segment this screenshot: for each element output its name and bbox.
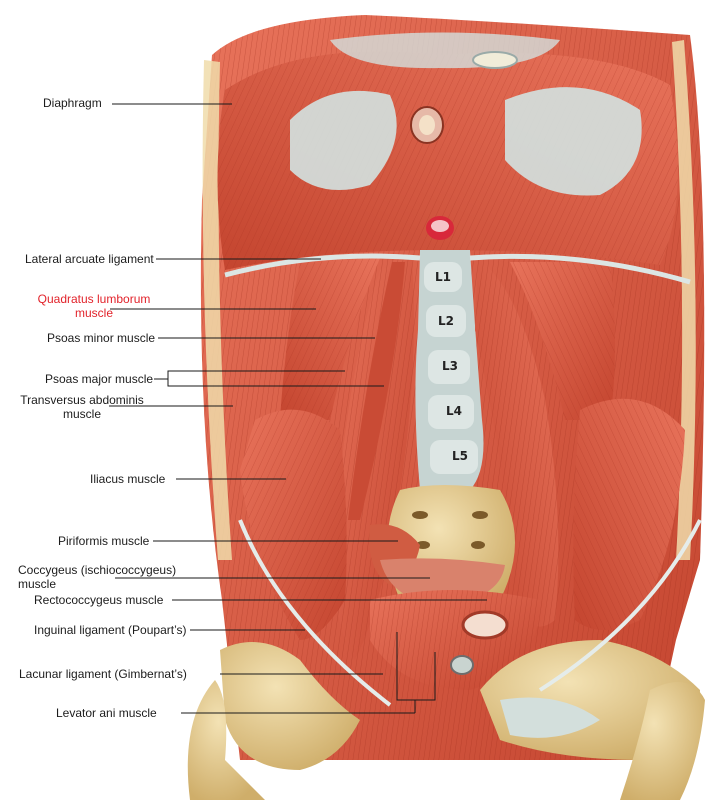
- label-transversus-line2: muscle: [62, 407, 101, 421]
- label-lacunar-ligament: Lacunar ligament (Gimbernat’s): [19, 667, 187, 681]
- label-lateral-arcuate-ligament: Lateral arcuate ligament: [25, 252, 154, 266]
- right-femur: [620, 682, 705, 800]
- vertebra-l4-label: L4: [446, 404, 462, 418]
- label-rectococcygeus: Rectococcygeus muscle: [34, 593, 164, 607]
- label-iliacus: Iliacus muscle: [90, 472, 166, 486]
- central-tendon-right: [505, 87, 642, 196]
- label-transversus-abdominis: Transversus abdominis muscle: [20, 393, 144, 421]
- label-psoas-major: Psoas major muscle: [45, 372, 154, 386]
- label-transversus-line1: Transversus abdominis: [20, 393, 144, 407]
- vertebra-l1-label: L1: [435, 270, 451, 284]
- right-wall-band: [672, 40, 696, 560]
- label-diaphragm: Diaphragm: [43, 96, 102, 110]
- vertebra-l5-label: L5: [452, 449, 468, 463]
- label-coccygeus: Coccygeus (ischiococcygeus) muscle: [18, 563, 176, 591]
- label-quadratus-line1: Quadratus lumborum: [37, 292, 151, 306]
- label-inguinal-ligament: Inguinal ligament (Poupart’s): [34, 623, 187, 637]
- label-levator-ani: Levator ani muscle: [56, 706, 157, 720]
- label-quadratus-line2: muscle: [74, 306, 113, 320]
- label-piriformis: Piriformis muscle: [58, 534, 150, 548]
- vertebra-l3-label: L3: [442, 359, 458, 373]
- left-wall-band: [202, 60, 232, 560]
- label-coccygeus-line1: Coccygeus (ischiococcygeus): [18, 563, 177, 577]
- label-psoas-minor: Psoas minor muscle: [47, 331, 156, 345]
- leader-lines: [109, 103, 487, 714]
- label-quadratus-lumborum: Quadratus lumborum muscle: [34, 292, 154, 320]
- central-tendon-left: [290, 90, 397, 190]
- left-femur: [187, 680, 265, 800]
- label-coccygeus-line2: muscle: [18, 577, 57, 591]
- vertebra-l2-label: L2: [438, 314, 454, 328]
- psoas-minor-left: [348, 262, 405, 520]
